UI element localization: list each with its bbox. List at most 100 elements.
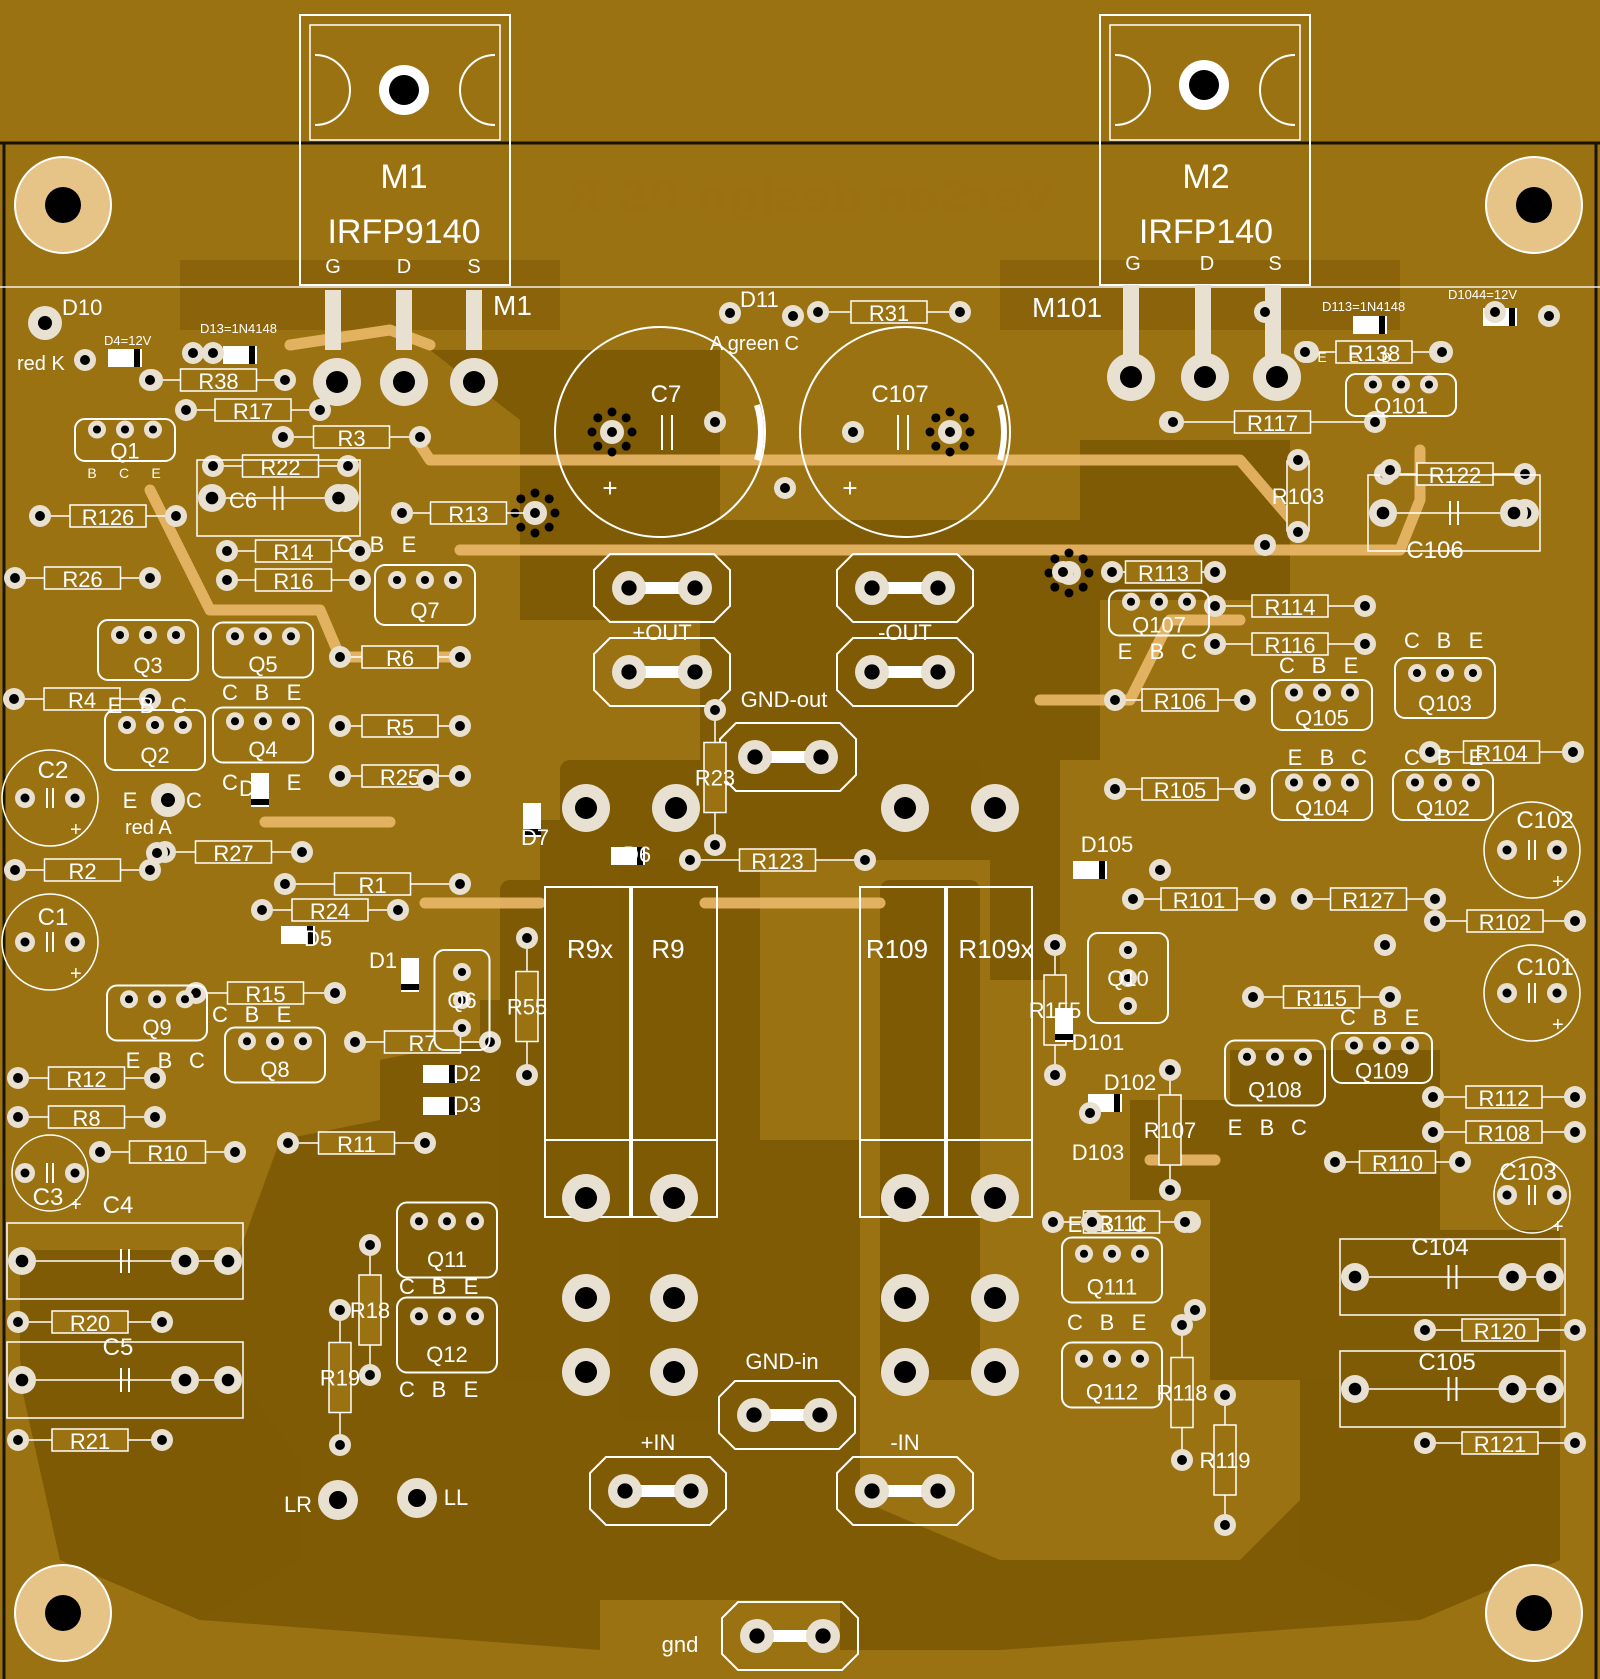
r3-resistor (272, 425, 431, 449)
pin-letter: B (432, 1274, 447, 1299)
d105-label: D105 (1081, 832, 1134, 857)
r7-label: R7 (408, 1031, 436, 1056)
mounting-hole-bottom-right-icon (1485, 1564, 1583, 1662)
r106-label: R106 (1154, 689, 1207, 714)
q104-transistor (1271, 769, 1373, 821)
q102-label: Q102 (1416, 796, 1470, 821)
pin-letter: C (186, 788, 202, 813)
r6-label: R6 (386, 646, 414, 671)
big-pad (380, 358, 428, 406)
led-d10-k: red K (17, 353, 65, 375)
r27-resistor (154, 840, 313, 864)
pad (774, 477, 796, 499)
terminal-connector (593, 637, 731, 707)
r107-resistor (1158, 1059, 1182, 1201)
diode-icon (423, 1065, 457, 1083)
r19-label: R19 (320, 1366, 360, 1391)
q5-transistor (212, 621, 314, 679)
r18-resistor (358, 1234, 382, 1386)
q10-transistor (1087, 932, 1169, 1024)
q104-label: Q104 (1295, 796, 1349, 821)
mounting-hole-bottom-left-icon (14, 1564, 112, 1662)
pad (1162, 411, 1184, 433)
pin-letter: B (245, 1002, 260, 1027)
c105-capacitor (1339, 1350, 1566, 1428)
d102-label: D102 (1104, 1070, 1157, 1095)
r2-label: R2 (68, 859, 96, 884)
resistor-footprints (3, 300, 1586, 1536)
lr-label: LR (284, 1492, 312, 1517)
pin-letter: C (399, 1274, 415, 1299)
wire-pad (397, 1478, 437, 1518)
out-neg-label: -OUT (878, 620, 932, 645)
pad (1294, 341, 1316, 363)
r15-label: R15 (245, 982, 285, 1007)
pin-letter: C (1404, 745, 1420, 770)
q12-label: Q12 (426, 1342, 468, 1367)
svg-text:+: + (70, 963, 82, 985)
q3-transistor (97, 619, 199, 681)
pin-letter: B (1260, 1115, 1275, 1140)
pin-letter: E (1344, 653, 1359, 678)
note-d113: D113=1N4148 (1322, 299, 1405, 314)
diode-icon (1353, 316, 1387, 334)
c2-capacitor: + (1, 749, 99, 847)
r6-resistor (329, 645, 471, 669)
wire-pad (318, 1480, 358, 1520)
r1-resistor (274, 872, 471, 896)
diode-icon (281, 926, 315, 944)
d7-label: D7 (521, 825, 549, 850)
big-pad (652, 784, 700, 832)
pin-letter: B (140, 693, 155, 718)
r122-resistor (1374, 462, 1536, 486)
pad (1149, 859, 1171, 881)
pin-letter: B (1373, 1005, 1388, 1030)
pin-letter: C (1404, 628, 1420, 653)
r138-label: R138 (1348, 341, 1401, 366)
r5-label: R5 (386, 715, 414, 740)
pin-letter: B (255, 680, 270, 705)
pin-letter: E (123, 788, 138, 813)
svg-text:+: + (842, 473, 857, 503)
ll-label: LL (444, 1485, 468, 1510)
loose-pads (28, 301, 1560, 1321)
diode-icon (523, 803, 541, 837)
led-d10-a: red A (125, 817, 172, 839)
q111-transistor (1061, 1236, 1163, 1304)
q7-transistor (374, 564, 476, 626)
q9-label: Q9 (142, 1015, 171, 1040)
r126-label: R126 (82, 505, 135, 530)
big-pad (881, 1274, 929, 1322)
big-pad (313, 358, 361, 406)
q112-label: Q112 (1086, 1379, 1138, 1404)
r13-label: R13 (448, 502, 488, 527)
pin-letter: E (1469, 628, 1484, 653)
pad (74, 349, 96, 371)
r115-resistor (1242, 985, 1401, 1009)
big-pad (450, 358, 498, 406)
traces (144, 324, 1426, 1166)
q8-transistor (224, 1026, 326, 1084)
q108-label: Q108 (1248, 1077, 1302, 1102)
r2-resistor (4, 858, 161, 882)
led-d11-note: A green C (710, 333, 799, 355)
m2-side-label: M101 (1032, 292, 1102, 323)
pin-letter: C (222, 680, 238, 705)
pin-letter: E (402, 532, 417, 557)
m2-pin-g: G (1125, 253, 1141, 275)
r120-resistor (1414, 1318, 1586, 1342)
big-pad (650, 1174, 698, 1222)
mounting-holes (14, 156, 1583, 1662)
r20-label: R20 (70, 1311, 110, 1336)
r21-label: R21 (70, 1429, 110, 1454)
diode-icon (401, 958, 419, 992)
q1-transistor (74, 418, 176, 462)
r106-resistor (1104, 688, 1256, 712)
m2-pin-s: S (1268, 253, 1281, 275)
diode-icon (223, 346, 257, 364)
r110-resistor (1324, 1150, 1471, 1174)
led-d10-ref: D10 (62, 295, 102, 320)
pin-letter: B (255, 770, 270, 795)
c5-capacitor (6, 1341, 244, 1419)
